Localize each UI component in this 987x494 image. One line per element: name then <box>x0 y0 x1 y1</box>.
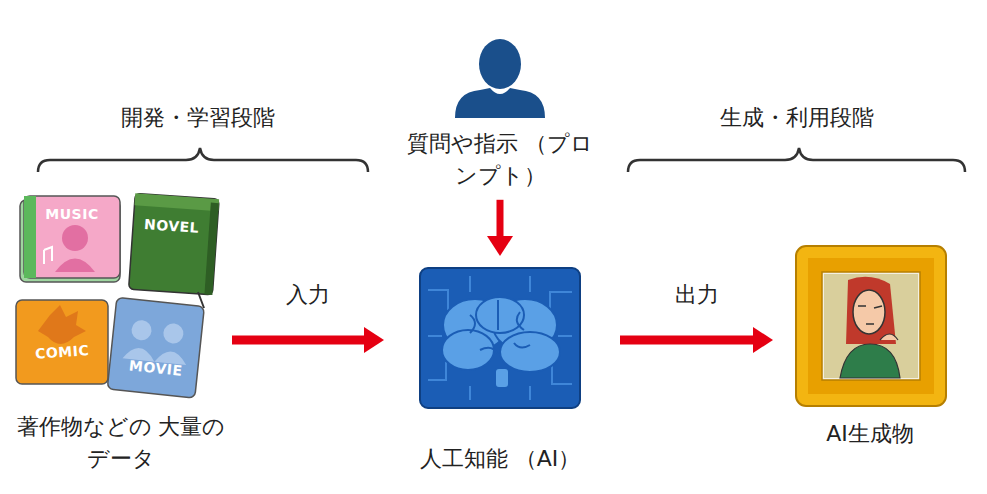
ai-box: 人工知能 （AI） <box>418 268 582 475</box>
prompt-box: 質問や指示 （プロンプト） <box>400 128 600 192</box>
stage-brace <box>38 148 368 172</box>
book-title: MUSIC <box>45 206 98 222</box>
stage-label: 開発・学習段階 <box>121 103 275 133</box>
arrow-shaft <box>497 200 504 238</box>
flow-arrow <box>232 327 384 353</box>
node-text: 質問や指示 （プロンプト） <box>400 128 600 192</box>
arrow-head <box>753 327 773 353</box>
arrow-head <box>364 327 384 353</box>
edge-label: 入力 <box>283 280 333 310</box>
data-source-box: 著作物などの 大量のデータ <box>10 190 232 475</box>
output-box: AI生成物 <box>785 245 955 450</box>
node-text: 人工知能 （AI） <box>420 443 581 475</box>
stage-brace <box>628 148 965 172</box>
books-icon <box>16 193 219 398</box>
flow-arrow <box>620 327 773 353</box>
arrow-shaft <box>620 336 755 345</box>
ai-chip-icon <box>420 268 580 408</box>
arrow-shaft <box>232 336 366 345</box>
arrow-head <box>487 236 513 256</box>
framed-picture-icon <box>796 246 946 406</box>
stage-label: 生成・利用段階 <box>720 103 874 133</box>
node-text: AI生成物 <box>826 418 914 450</box>
edge-label: 出力 <box>672 280 722 310</box>
person-icon <box>455 39 545 118</box>
node-text: 著作物などの 大量のデータ <box>10 411 232 475</box>
flow-arrow <box>487 200 513 256</box>
